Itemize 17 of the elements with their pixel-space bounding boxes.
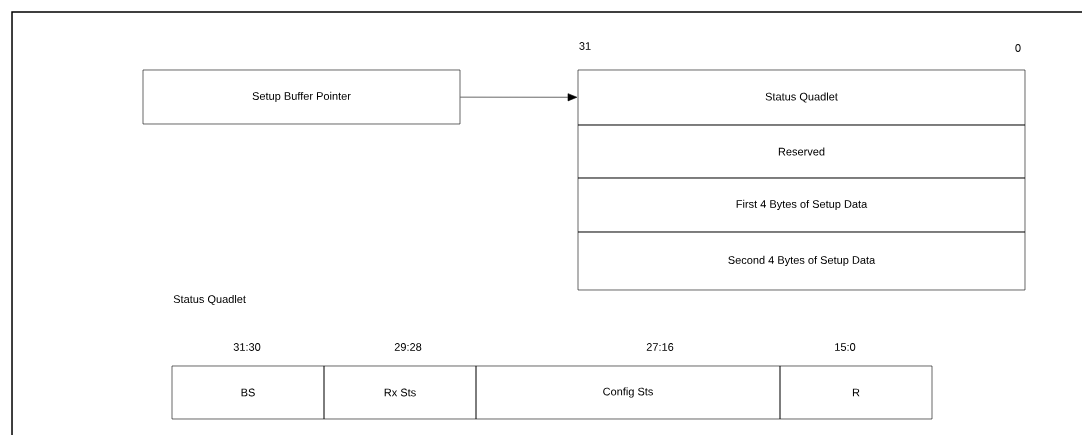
memory-row: First 4 Bytes of Setup Data [577, 177, 1026, 233]
bit-range: 29:28 [394, 343, 422, 351]
field-cell: Rx Sts [323, 365, 477, 420]
memory-row: Status Quadlet [577, 69, 1026, 126]
field-cell: Config Sts [475, 365, 781, 420]
bit-range: 27:16 [646, 343, 674, 351]
bit-range: 31:30 [233, 343, 261, 351]
bit-range: 15:0 [835, 343, 856, 351]
arrow [460, 93, 578, 102]
heading: Status Quadlet [173, 294, 246, 305]
memory-row: Second 4 Bytes of Setup Data [577, 231, 1026, 291]
field-cell: R [779, 365, 933, 420]
field-cell: BS [171, 365, 325, 420]
memory-row: Reserved [577, 124, 1026, 179]
number: 31 [579, 42, 591, 50]
number: 0 [1015, 44, 1021, 52]
pointer-box: Setup Buffer Pointer [142, 69, 461, 125]
